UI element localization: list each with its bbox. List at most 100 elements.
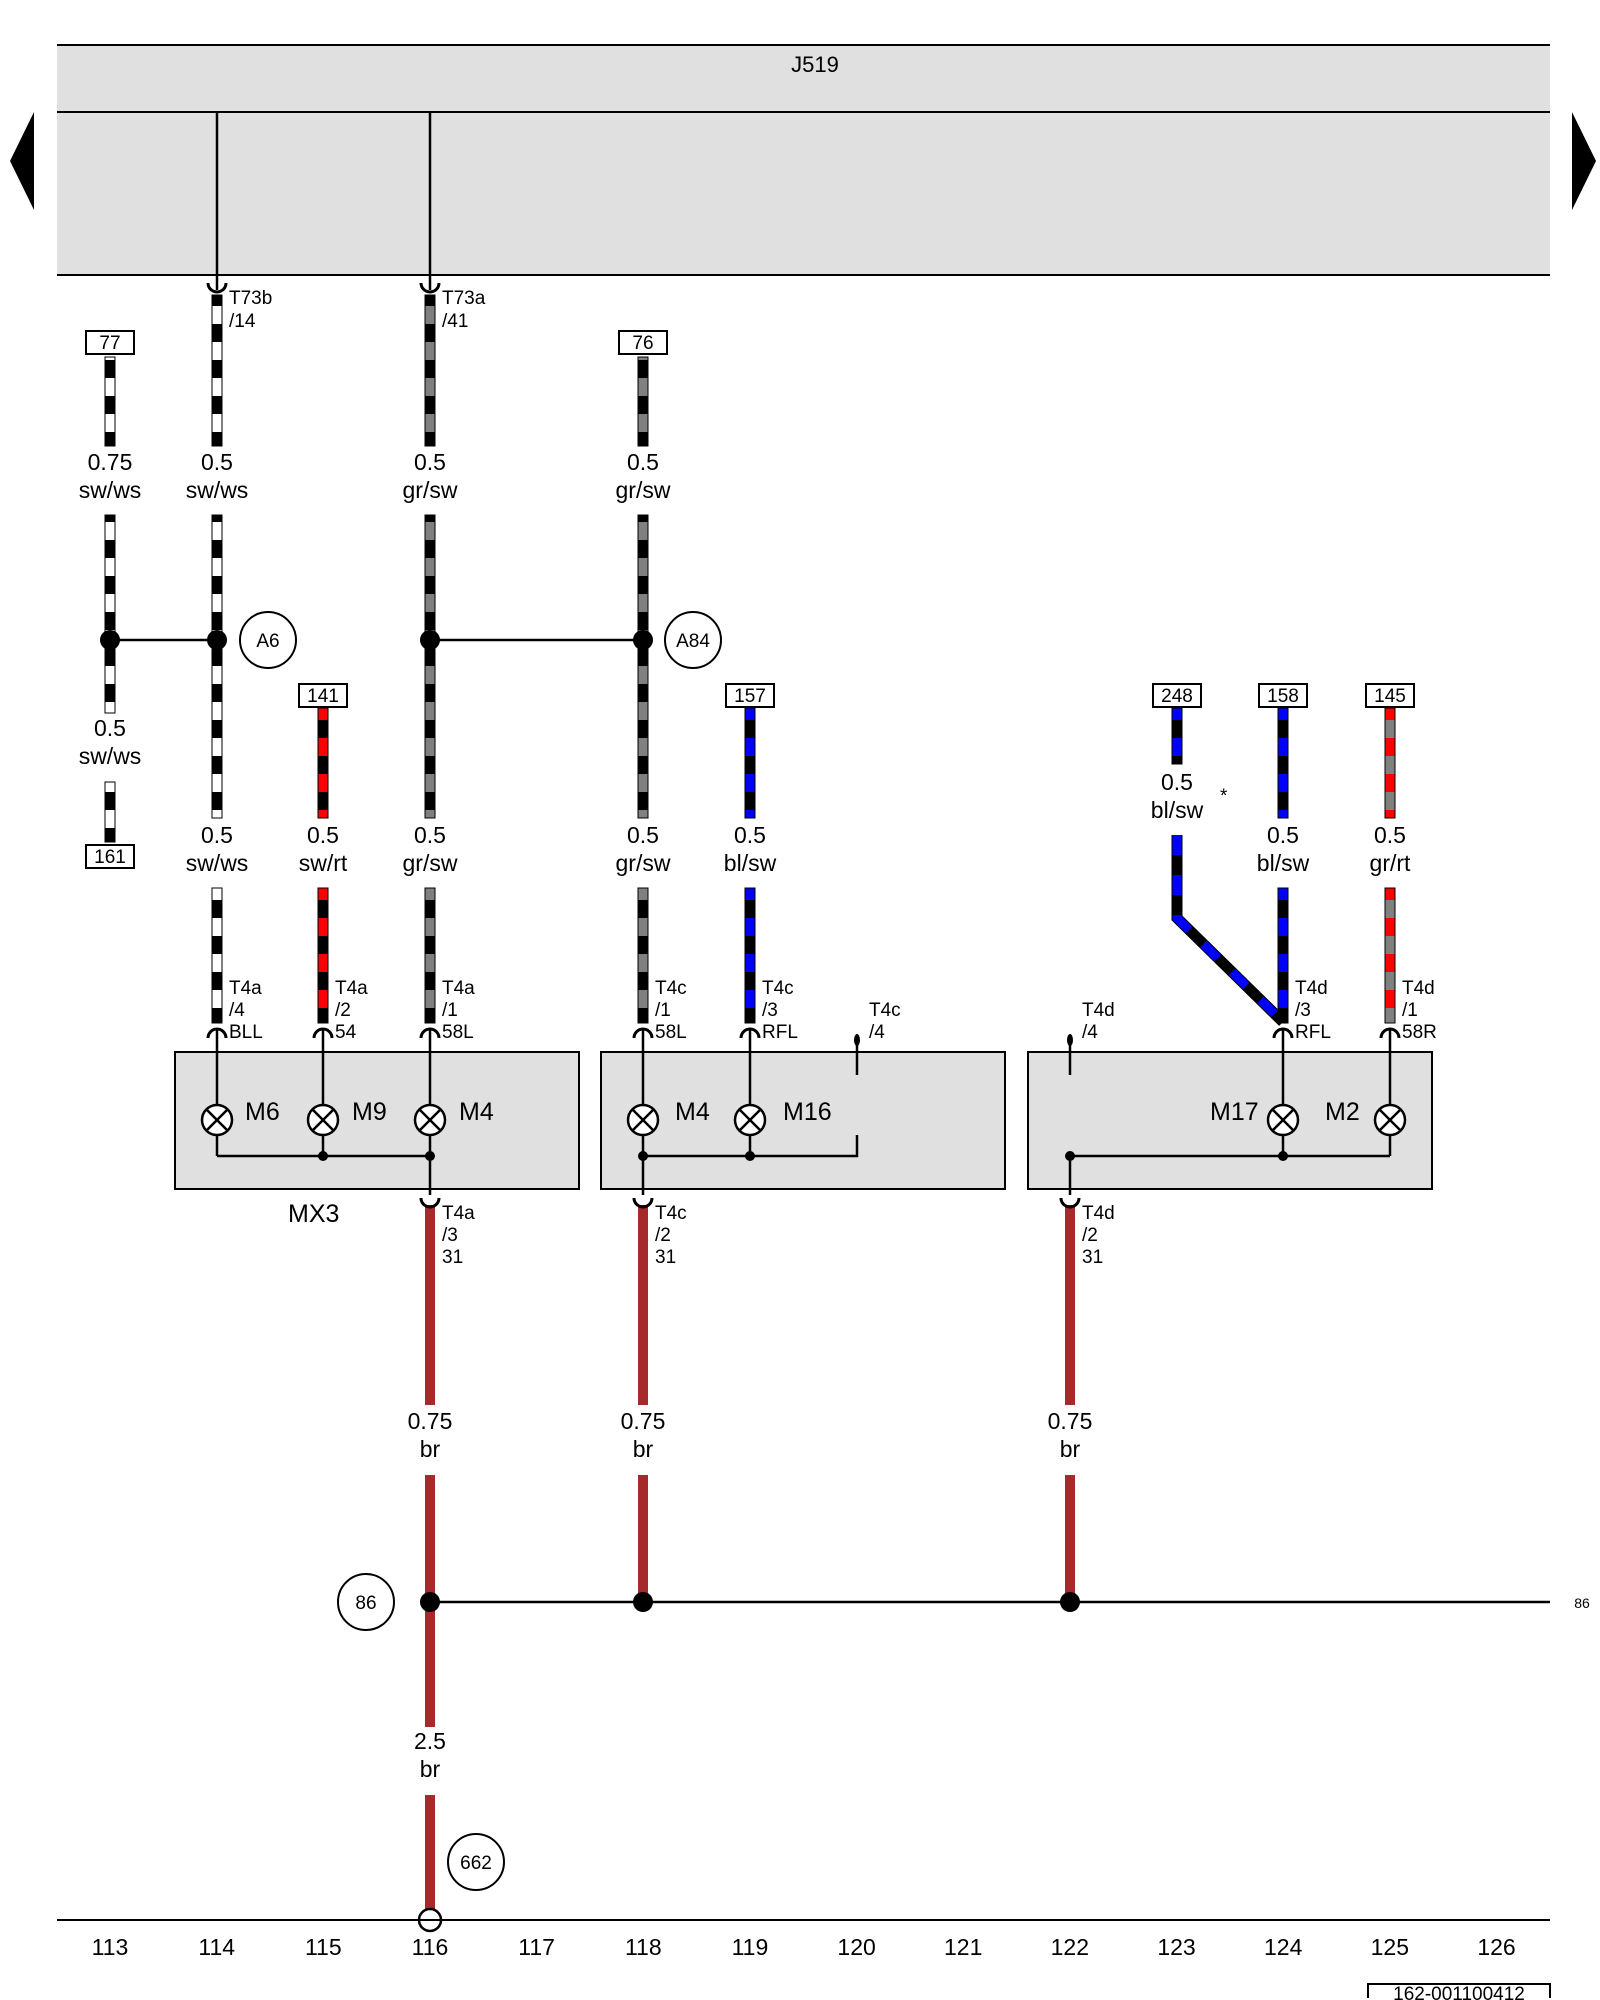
svg-text:157: 157 bbox=[734, 686, 766, 707]
svg-text:0.5: 0.5 bbox=[734, 822, 766, 848]
lamp-m2-icon: M2 bbox=[1325, 1098, 1407, 1137]
svg-text:/4: /4 bbox=[869, 1022, 885, 1043]
svg-text:/2: /2 bbox=[335, 1000, 351, 1021]
lamp-connectors-bottom: T4a /3 31 T4c /2 31 T4d /2 31 bbox=[419, 1197, 1115, 1268]
svg-text:bl/sw: bl/sw bbox=[724, 850, 777, 876]
ref-141: 141 bbox=[298, 683, 348, 708]
connector-t4c-3: T4c /3 RFL bbox=[739, 978, 798, 1043]
svg-text:31: 31 bbox=[655, 1247, 676, 1268]
lamp-housing-middle bbox=[600, 1051, 1006, 1190]
connector-t73a: T73a /41 bbox=[419, 282, 486, 332]
svg-text:T73b: T73b bbox=[229, 288, 272, 309]
lamp-m9-icon: M9 bbox=[306, 1098, 387, 1137]
svg-text:/1: /1 bbox=[1402, 1000, 1418, 1021]
next-page-arrow-icon[interactable] bbox=[1572, 112, 1596, 210]
svg-text:T4d: T4d bbox=[1402, 978, 1435, 999]
svg-text:T4a: T4a bbox=[229, 978, 262, 999]
ref-158: 158 bbox=[1258, 683, 1308, 708]
column-number: 113 bbox=[92, 1934, 129, 1960]
svg-text:T4a: T4a bbox=[442, 1203, 475, 1224]
svg-text:0.5: 0.5 bbox=[307, 822, 339, 848]
svg-text:T4c: T4c bbox=[655, 1203, 687, 1224]
svg-text:T4d: T4d bbox=[1082, 1203, 1115, 1224]
svg-text:2.5: 2.5 bbox=[414, 1728, 446, 1754]
prev-page-arrow-icon[interactable] bbox=[10, 112, 34, 210]
svg-text:T4c: T4c bbox=[655, 978, 687, 999]
control-unit-label: J519 bbox=[791, 52, 839, 77]
svg-text:T4a: T4a bbox=[335, 978, 368, 999]
column-number: 125 bbox=[1371, 1934, 1409, 1960]
svg-text:br: br bbox=[1060, 1436, 1081, 1462]
column-number: 115 bbox=[305, 1934, 342, 1960]
assembly-label: MX3 bbox=[288, 1200, 339, 1228]
wire-label-w3: 0.5gr/sw bbox=[403, 449, 458, 503]
svg-text:T4d: T4d bbox=[1082, 1000, 1115, 1021]
lamp-m17-icon: M17 bbox=[1210, 1098, 1300, 1137]
ground-wires bbox=[425, 1205, 1075, 1915]
svg-text:/41: /41 bbox=[442, 311, 468, 332]
column-number: 121 bbox=[944, 1934, 982, 1960]
svg-text:/4: /4 bbox=[229, 1000, 245, 1021]
svg-text:0.75: 0.75 bbox=[621, 1408, 666, 1434]
connector-t4c-4: T4c /4 bbox=[869, 1000, 901, 1043]
wire-label-w13: 0.5gr/rt bbox=[1370, 822, 1412, 876]
svg-text:/3: /3 bbox=[762, 1000, 778, 1021]
svg-text:gr/sw: gr/sw bbox=[403, 850, 458, 876]
svg-text:0.5: 0.5 bbox=[94, 715, 126, 741]
ref-76: 76 bbox=[618, 330, 668, 355]
connector-t4c-1: T4c /1 58L bbox=[632, 978, 687, 1043]
svg-text:0.75: 0.75 bbox=[408, 1408, 453, 1434]
column-number: 126 bbox=[1477, 1934, 1515, 1960]
svg-text:M2: M2 bbox=[1325, 1098, 1360, 1126]
svg-text:gr/sw: gr/sw bbox=[616, 850, 671, 876]
ref-boxes: 77 76 161 141 157 248 158 145 bbox=[85, 330, 1415, 869]
svg-text:bl/sw: bl/sw bbox=[1257, 850, 1310, 876]
svg-text:/3: /3 bbox=[1295, 1000, 1311, 1021]
wire-segments bbox=[104, 294, 1396, 1024]
svg-text:/2: /2 bbox=[655, 1225, 671, 1246]
wire-label-w12: 0.5bl/sw bbox=[1257, 822, 1310, 876]
svg-text:gr/sw: gr/sw bbox=[403, 477, 458, 503]
ground-point-662: 662 bbox=[447, 1833, 505, 1891]
svg-text:248: 248 bbox=[1161, 686, 1193, 707]
connector-t4d-4: T4d /4 bbox=[1082, 1000, 1115, 1043]
splice-86-continuation: 86 bbox=[1574, 1595, 1590, 1611]
column-number: 119 bbox=[732, 1934, 769, 1960]
svg-text:141: 141 bbox=[307, 686, 339, 707]
connector-t4a-4: T4a /4 BLL bbox=[206, 978, 263, 1043]
svg-text:br: br bbox=[420, 1436, 441, 1462]
connector-t4c-2: T4c /2 31 bbox=[632, 1197, 687, 1268]
svg-text:/2: /2 bbox=[1082, 1225, 1098, 1246]
svg-text:31: 31 bbox=[1082, 1247, 1103, 1268]
svg-text:0.5: 0.5 bbox=[414, 449, 446, 475]
column-number: 122 bbox=[1051, 1934, 1089, 1960]
lamp-housing-right bbox=[1027, 1051, 1433, 1190]
svg-text:58L: 58L bbox=[655, 1022, 687, 1043]
splice-a84: A84 bbox=[664, 611, 722, 669]
lamp-connectors-top: T4a /4 BLL T4a /2 54 T4a /1 58L T4c /1 5… bbox=[206, 978, 1437, 1043]
svg-text:gr/sw: gr/sw bbox=[616, 477, 671, 503]
ref-161: 161 bbox=[85, 844, 135, 869]
svg-text:0.5: 0.5 bbox=[1161, 769, 1193, 795]
lamp-m4-middle-icon: M4 bbox=[626, 1098, 710, 1137]
svg-text:sw/ws: sw/ws bbox=[186, 477, 249, 503]
svg-text:sw/ws: sw/ws bbox=[79, 743, 142, 769]
svg-text:T4c: T4c bbox=[762, 978, 794, 999]
footer-doc-id: 162-001100412 bbox=[1367, 1983, 1551, 2000]
svg-text:A6: A6 bbox=[256, 631, 279, 652]
lamp-m4-left-icon: M4 bbox=[413, 1098, 494, 1137]
lamp-housing-left bbox=[174, 1051, 580, 1190]
svg-text:58R: 58R bbox=[1402, 1022, 1437, 1043]
housing-junction-dots bbox=[318, 1034, 1288, 1161]
svg-text:RFL: RFL bbox=[1295, 1022, 1331, 1043]
svg-text:86: 86 bbox=[355, 1593, 376, 1614]
column-number: 120 bbox=[837, 1934, 875, 1960]
svg-text:RFL: RFL bbox=[762, 1022, 798, 1043]
wire-label-w5: 0.5sw/ws bbox=[79, 715, 142, 769]
ref-157: 157 bbox=[725, 683, 775, 708]
connector-t4d-1: T4d /1 58R bbox=[1379, 978, 1437, 1043]
